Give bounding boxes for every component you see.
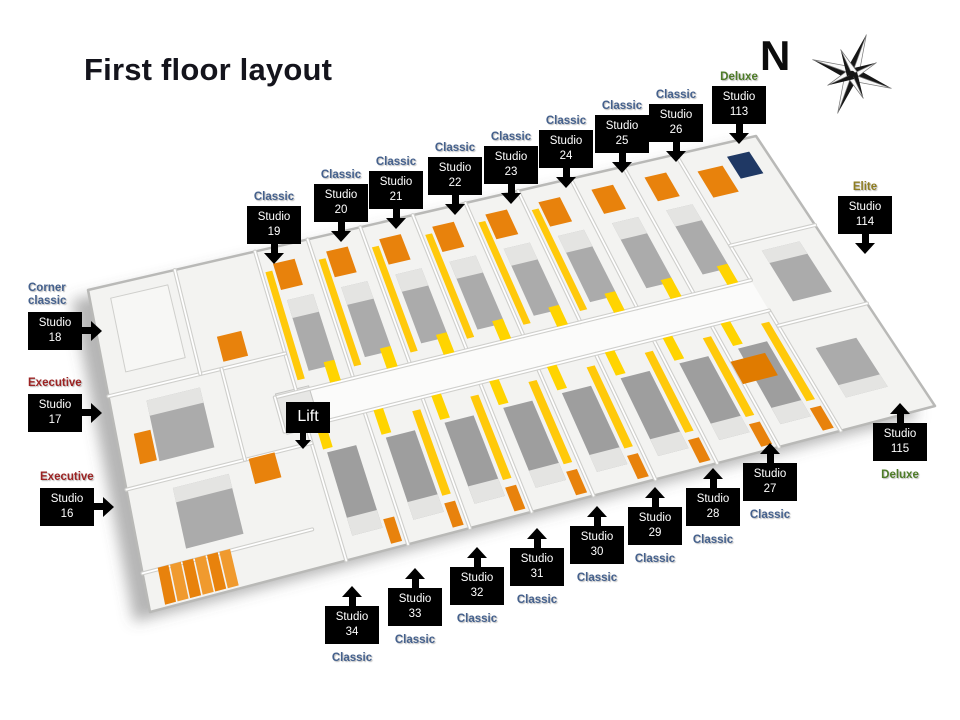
room-label: Studio 29 bbox=[628, 507, 682, 545]
callout-arrow-up-icon bbox=[342, 586, 362, 606]
compass-north-label: N bbox=[760, 32, 791, 79]
room-callout-studio-31: Classic Studio 31 bbox=[510, 528, 564, 606]
room-callout-studio-28: Classic Studio 28 bbox=[686, 468, 740, 546]
room-callout-studio-115: Deluxe Studio 115 bbox=[873, 403, 927, 481]
room-category-label: Classic bbox=[749, 508, 791, 521]
callout-arrow-down-icon bbox=[386, 208, 406, 229]
callout-arrow-down-icon bbox=[501, 183, 521, 204]
room-callout-studio-30: Classic Studio 30 bbox=[570, 506, 624, 584]
room-category-label: Elite bbox=[852, 181, 878, 193]
callout-arrow-up-icon bbox=[645, 487, 665, 507]
lift-callout: Lift bbox=[286, 402, 330, 449]
callout-arrow-down-icon bbox=[264, 243, 284, 264]
room-label: Studio 31 bbox=[510, 548, 564, 586]
room-callout-studio-29: Classic Studio 29 bbox=[628, 487, 682, 565]
room-category-label: Executive bbox=[28, 376, 82, 389]
room-label: Studio 25 bbox=[595, 115, 649, 153]
lift-label: Lift bbox=[286, 402, 330, 433]
room-category-label: Executive bbox=[40, 470, 94, 483]
room-callout-studio-27: Classic Studio 27 bbox=[743, 443, 797, 521]
room-category-label: Classic bbox=[576, 571, 618, 584]
room-label: Studio 113 bbox=[712, 86, 766, 124]
page-title: First floor layout bbox=[84, 52, 333, 87]
room-label: Studio 16 bbox=[40, 488, 94, 526]
room-callout-studio-34: Classic Studio 34 bbox=[325, 586, 379, 664]
room-label: Studio 27 bbox=[743, 463, 797, 501]
room-category-label: Classic bbox=[331, 651, 373, 664]
room-label: Studio 19 bbox=[247, 206, 301, 244]
room-category-label: Deluxe bbox=[720, 71, 758, 83]
room-label: Studio 24 bbox=[539, 130, 593, 168]
callout-arrow-down-icon bbox=[666, 141, 686, 162]
room-category-label: Classic bbox=[655, 89, 697, 101]
room-category-label: Corner classic bbox=[28, 281, 67, 307]
callout-arrow-up-icon bbox=[405, 568, 425, 588]
room-category-label: Classic bbox=[253, 191, 295, 203]
room-category-label: Classic bbox=[601, 100, 643, 112]
room-label: Studio 33 bbox=[388, 588, 442, 626]
room-label: Studio 34 bbox=[325, 606, 379, 644]
room-callout-studio-33: Classic Studio 33 bbox=[388, 568, 442, 646]
room-label: Studio 32 bbox=[450, 567, 504, 605]
corridor bbox=[274, 280, 769, 432]
callout-arrow-down-icon bbox=[331, 221, 351, 242]
compass-rose-icon bbox=[812, 34, 892, 114]
callout-arrow-down-icon bbox=[294, 432, 311, 449]
callout-arrow-down-icon bbox=[855, 233, 875, 254]
room-label: Studio 17 bbox=[28, 394, 82, 432]
callout-arrow-up-icon bbox=[890, 403, 910, 423]
room-label: Studio 20 bbox=[314, 184, 368, 222]
callout-arrow-down-icon bbox=[729, 123, 749, 144]
room-label: Studio 26 bbox=[649, 104, 703, 142]
room-category-label: Classic bbox=[434, 142, 476, 154]
callout-arrow-right-icon bbox=[94, 496, 114, 517]
room-category-label: Classic bbox=[490, 131, 532, 143]
room-category-label: Classic bbox=[545, 115, 587, 127]
callout-arrow-up-icon bbox=[587, 506, 607, 526]
callout-arrow-right-icon bbox=[82, 402, 102, 423]
room-label: Studio 23 bbox=[484, 146, 538, 184]
room-category-label: Deluxe bbox=[881, 468, 919, 481]
room-callout-studio-32: Classic Studio 32 bbox=[450, 547, 504, 625]
callout-arrow-up-icon bbox=[527, 528, 547, 548]
callout-arrow-down-icon bbox=[612, 152, 632, 173]
callout-arrow-down-icon bbox=[556, 167, 576, 188]
room-category-label: Classic bbox=[692, 533, 734, 546]
room-category-label: Classic bbox=[375, 156, 417, 168]
room-label: Studio 18 bbox=[28, 312, 82, 350]
callout-arrow-up-icon bbox=[760, 443, 780, 463]
room-label: Studio 28 bbox=[686, 488, 740, 526]
room-label: Studio 21 bbox=[369, 171, 423, 209]
callout-arrow-up-icon bbox=[467, 547, 487, 567]
room-label: Studio 30 bbox=[570, 526, 624, 564]
callout-arrow-up-icon bbox=[703, 468, 723, 488]
room-label: Studio 115 bbox=[873, 423, 927, 461]
room-label: Studio 22 bbox=[428, 157, 482, 195]
room-category-label: Classic bbox=[456, 612, 498, 625]
callout-arrow-right-icon bbox=[82, 320, 102, 341]
room-category-label: Classic bbox=[394, 633, 436, 646]
room-category-label: Classic bbox=[320, 169, 362, 181]
callout-arrow-down-icon bbox=[445, 194, 465, 215]
room-label: Studio 114 bbox=[838, 196, 892, 234]
room-category-label: Classic bbox=[516, 593, 558, 606]
room-category-label: Classic bbox=[634, 552, 676, 565]
